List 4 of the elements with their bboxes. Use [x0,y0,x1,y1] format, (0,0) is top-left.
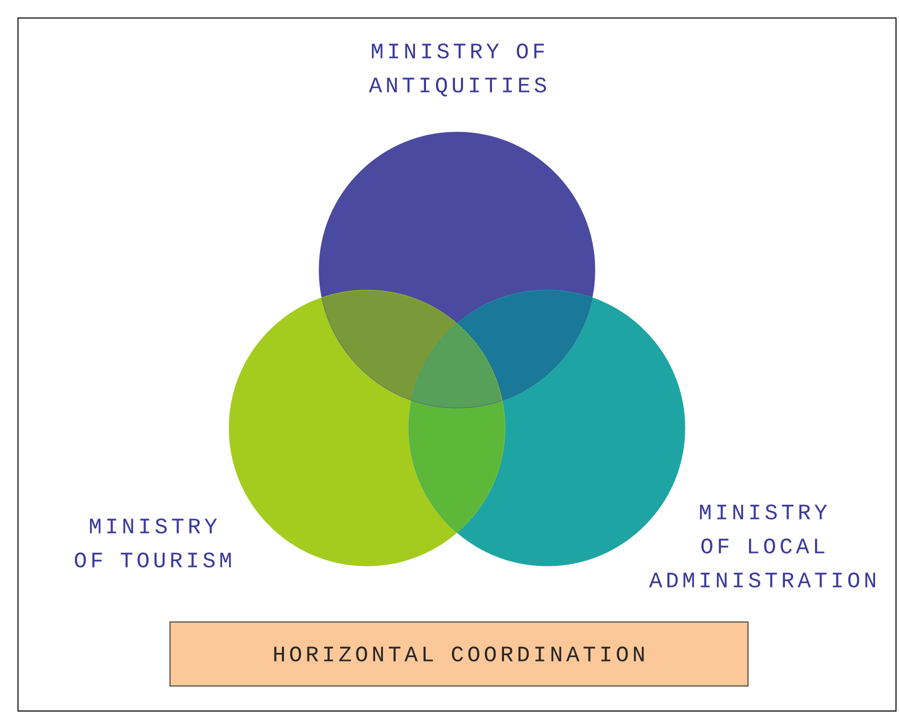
circle-label: MINISTRY OF LOCAL ADMINISTRATION [649,504,876,588]
label-box: HORIZONTAL COORDINATION [170,622,748,686]
circle-label: MINISTRY OF ANTIQUITIES [368,44,546,96]
circle-label: MINISTRY OF TOURISM [74,518,231,568]
